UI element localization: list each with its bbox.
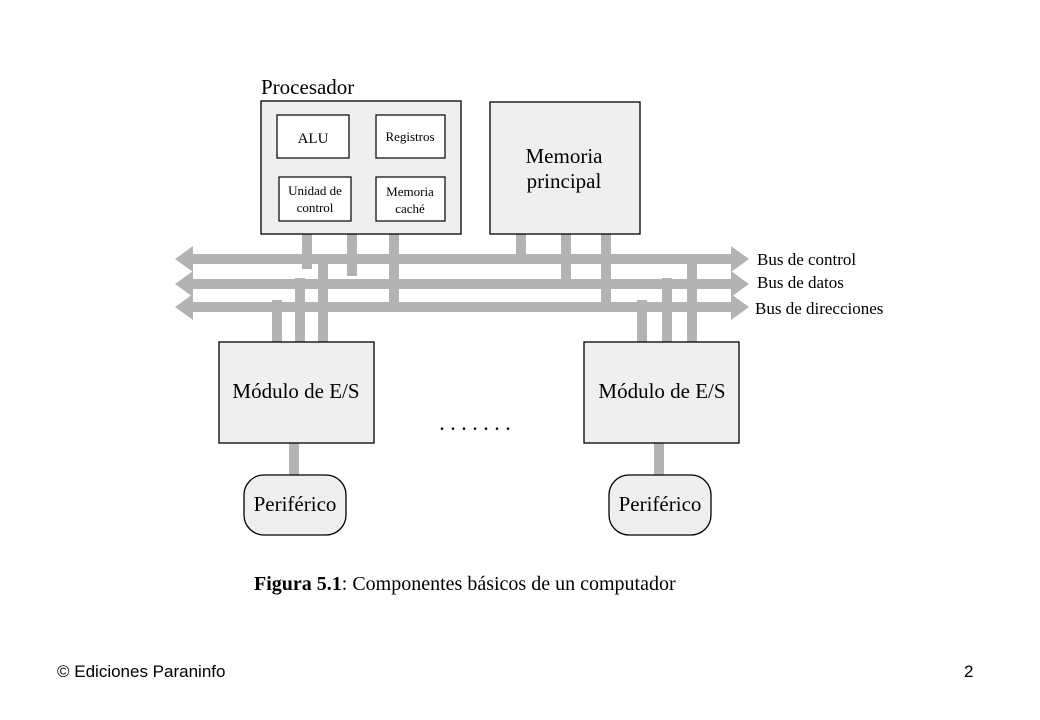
- io-module-right-box: [583, 341, 740, 444]
- io-left-connector-1: [272, 300, 282, 342]
- figure-caption: Figura 5.1: Componentes básicos de un co…: [254, 573, 676, 595]
- peripheral-left-connector: [289, 442, 299, 476]
- alu-label: ALU: [298, 131, 329, 147]
- processor-connector-3: [389, 234, 399, 302]
- cache-label-line1: Memoria: [386, 184, 434, 199]
- main-memory-label-line1: Memoria: [526, 144, 604, 168]
- registers-box: [375, 114, 446, 159]
- control-unit-box: [278, 176, 352, 222]
- caption-prefix: Figura 5.1: [254, 573, 342, 595]
- memory-connector-3: [601, 234, 611, 304]
- peripheral-left-label: Periférico: [254, 492, 337, 516]
- alu-box: [276, 114, 350, 159]
- cache-label-line2: caché: [395, 201, 425, 216]
- cache-box: [375, 176, 446, 222]
- peripheral-right-box: [608, 474, 712, 536]
- control-unit-label-line2: control: [297, 200, 334, 215]
- address-bus-label: Bus de direcciones: [755, 299, 883, 318]
- page-number: 2: [964, 662, 974, 681]
- processor-title: Procesador: [261, 75, 354, 99]
- main-memory-label-line2: principal: [527, 169, 602, 193]
- io-right-connector-1: [637, 300, 647, 342]
- buses: [175, 246, 749, 320]
- peripheral-right-connector: [654, 442, 664, 476]
- main-memory-box: [489, 101, 641, 235]
- address-bus-arrow: [175, 294, 749, 320]
- processor-connector-1: [302, 234, 312, 269]
- io-left-connector-3: [318, 258, 328, 342]
- control-bus-label: Bus de control: [757, 250, 856, 269]
- registers-label: Registros: [385, 129, 434, 144]
- io-module-left-label: Módulo de E/S: [232, 379, 359, 403]
- caption-text: : Componentes básicos de un computador: [342, 573, 676, 595]
- peripheral-left-box: [243, 474, 347, 536]
- copyright-footer: © Ediciones Paraninfo: [57, 662, 226, 681]
- control-unit-label-line1: Unidad de: [288, 183, 342, 198]
- io-module-right-label: Módulo de E/S: [598, 379, 725, 403]
- io-right-connector-3: [687, 258, 697, 342]
- io-module-left-box: [218, 341, 375, 444]
- peripheral-right-label: Periférico: [619, 492, 702, 516]
- more-modules-ellipsis: . . . . . . .: [439, 410, 511, 435]
- control-bus-arrow: [175, 246, 749, 272]
- data-bus-label: Bus de datos: [757, 273, 844, 292]
- data-bus-arrow: [175, 271, 749, 297]
- memory-connector-1: [516, 234, 526, 259]
